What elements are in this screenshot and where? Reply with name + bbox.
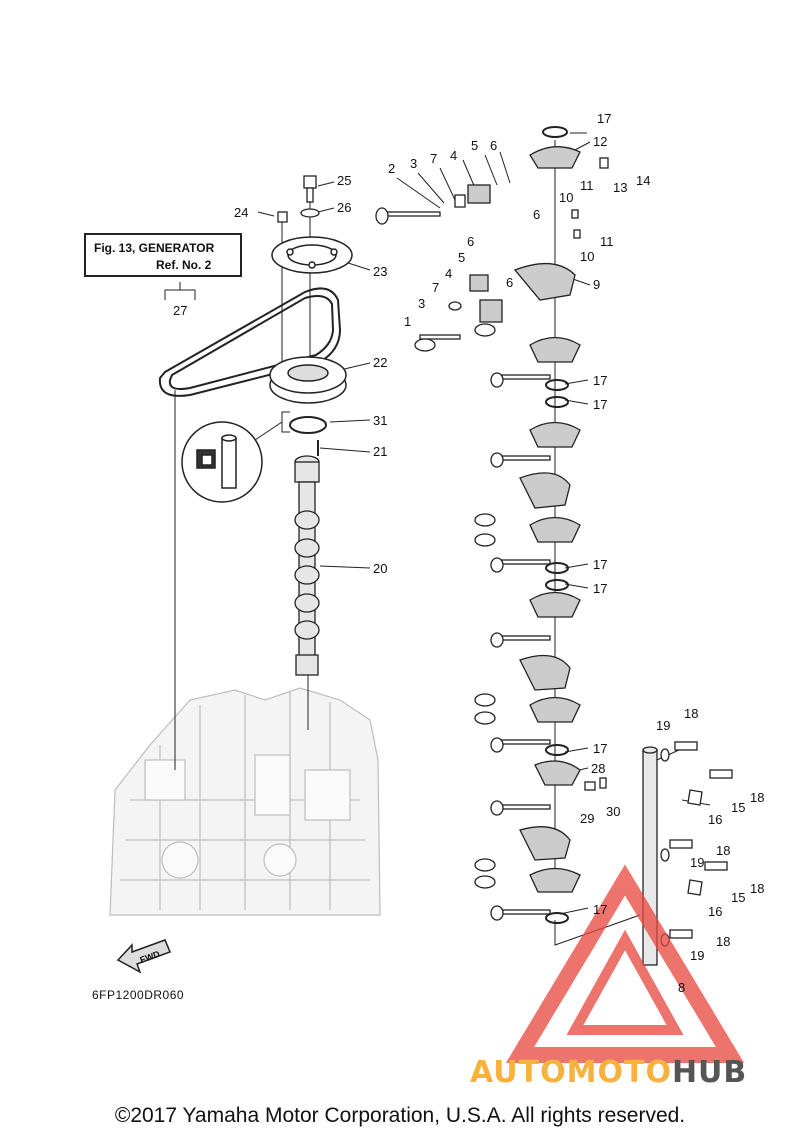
callout-18b: 18 [750,790,764,805]
callout-17: 17 [597,111,611,126]
callout-11b: 11 [600,234,614,249]
callout-18: 18 [684,706,698,721]
callout-15: 15 [731,800,745,815]
callout-17b: 17 [593,373,607,388]
callout-17d: 17 [593,557,607,572]
callout-6c: 6 [467,234,474,249]
oring-31 [289,416,327,434]
callout-17f: 17 [593,741,607,756]
callout-6: 6 [490,138,497,153]
callout-24: 24 [234,205,248,220]
callout-17g: 17 [593,902,607,917]
callout-10: 10 [559,190,573,205]
callout-8: 8 [678,980,685,995]
callout-18e: 18 [716,934,730,949]
callout-7: 7 [430,151,437,166]
watermark-triangle [505,864,745,1063]
callout-19b: 19 [690,855,704,870]
callout-28: 28 [591,761,605,776]
callout-31: 31 [373,413,387,428]
callout-4b: 4 [445,266,452,281]
callout-numbers: 17 12 6 5 4 7 3 2 13 14 6 11 10 25 26 24… [173,111,764,995]
bolt-25 [300,175,320,218]
timing-belt-27 [158,287,342,397]
callout-15b: 15 [731,890,745,905]
watermark-part2: HUB [671,1055,748,1090]
callout-26: 26 [337,200,351,215]
callout-11: 11 [580,178,594,193]
callout-3: 3 [410,156,417,171]
callout-30: 30 [606,804,620,819]
callout-29: 29 [580,811,594,826]
valve-train [375,126,609,924]
callout-23: 23 [373,264,387,279]
callout-19: 19 [656,718,670,733]
callout-18d: 18 [750,881,764,896]
callout-20: 20 [373,561,387,576]
callout-1: 1 [404,314,411,329]
callout-6d: 6 [506,275,513,290]
callout-21: 21 [373,444,387,459]
reference-line-2: Ref. No. 2 [156,258,212,272]
rocker-shaft-8 [642,741,733,966]
callout-17e: 17 [593,581,607,596]
callout-9: 9 [593,277,600,292]
callout-16b: 16 [708,904,722,919]
reference-line-1: Fig. 13, GENERATOR [94,241,215,255]
callout-25: 25 [337,173,351,188]
callout-12: 12 [593,134,607,149]
callout-4: 4 [450,148,457,163]
callout-5b: 5 [458,250,465,265]
sealant-inset [181,421,263,503]
callout-13: 13 [613,180,627,195]
pin-24 [277,211,288,223]
callout-22: 22 [373,355,387,370]
engine-block-illustration [109,687,381,916]
callout-10b: 10 [580,249,594,264]
callout-16: 16 [708,812,722,827]
watermark-text: AUTOMOTOHUB [470,1055,747,1090]
sprocket-plate-23 [271,236,353,274]
callout-27: 27 [173,303,187,318]
fwd-arrow [116,939,171,974]
callout-3b: 3 [418,296,425,311]
leader-lines [164,132,711,946]
callout-2: 2 [388,161,395,176]
callout-5: 5 [471,138,478,153]
copyright-notice: ©2017 Yamaha Motor Corporation, U.S.A. A… [114,1104,686,1127]
diagram-code: 6FP1200DR060 [92,988,185,1002]
callout-17c: 17 [593,397,607,412]
watermark-part1: AUTOMOTO [470,1055,672,1090]
camshaft-pulley-22 [269,356,347,404]
callout-6b: 6 [533,207,540,222]
reference-box: Fig. 13, GENERATOR Ref. No. 2 [84,233,242,277]
callout-18c: 18 [716,843,730,858]
camshaft-20 [294,455,320,676]
callout-19c: 19 [690,948,704,963]
callout-7b: 7 [432,280,439,295]
callout-14: 14 [636,173,650,188]
